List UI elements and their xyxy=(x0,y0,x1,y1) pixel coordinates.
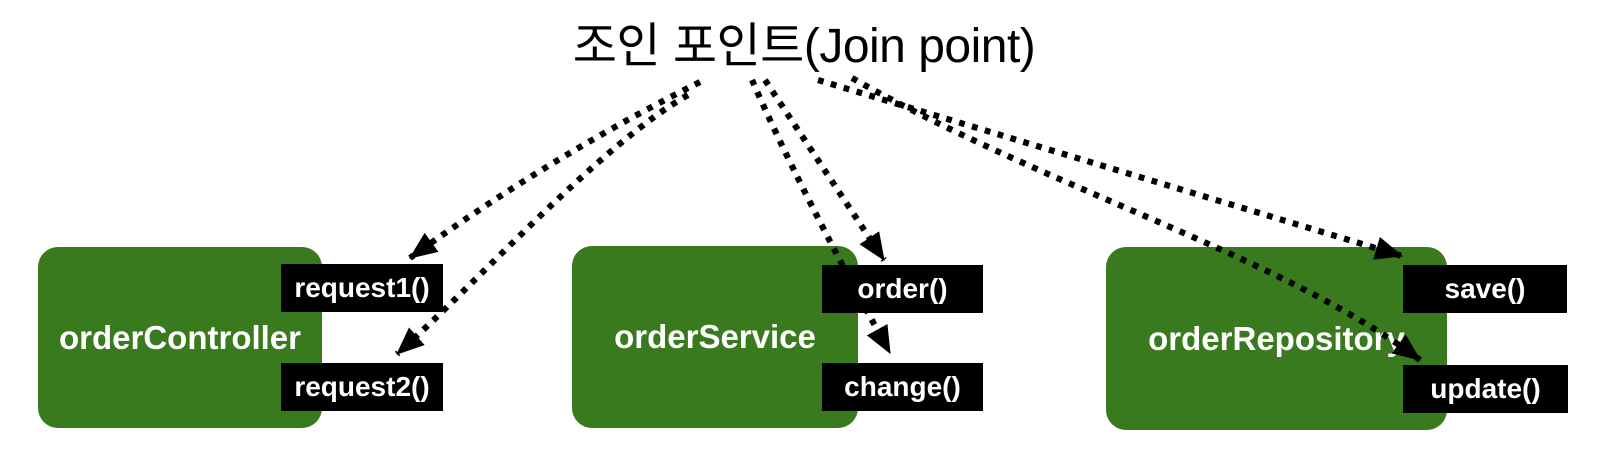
component-box-orderservice: orderService xyxy=(572,246,858,428)
component-label: orderRepository xyxy=(1148,319,1405,357)
component-label: orderController xyxy=(58,318,302,356)
arrow-to-order xyxy=(762,78,887,262)
method-label-request1: request1() xyxy=(281,264,443,312)
component-box-ordercontroller: orderController xyxy=(38,247,322,428)
method-label-update: update() xyxy=(1403,365,1568,413)
component-box-orderrepository: orderRepository xyxy=(1106,247,1447,430)
method-label-order: order() xyxy=(822,265,983,313)
arrow-to-save xyxy=(817,77,1404,260)
diagram-title: 조인 포인트(Join point) xyxy=(572,20,1036,73)
arrow-to-request1 xyxy=(408,79,702,261)
method-label-change: change() xyxy=(822,363,983,411)
component-label: orderService xyxy=(614,318,816,355)
method-label-request2: request2() xyxy=(281,363,443,411)
method-label-save: save() xyxy=(1403,265,1567,313)
